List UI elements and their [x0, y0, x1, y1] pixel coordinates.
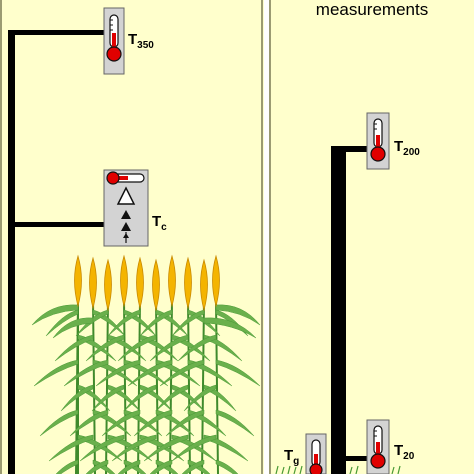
crop-leaf: [95, 359, 141, 387]
t200-sensor: [366, 112, 390, 170]
thermometer-icon: [309, 463, 323, 474]
crop-ear: [168, 254, 176, 308]
crop-stem: [215, 299, 219, 474]
crop-leaf: [54, 334, 94, 362]
tg-sensor: [305, 433, 327, 474]
crop-leaf: [203, 334, 243, 362]
crop-leaf: [79, 434, 125, 462]
tg-label: Tg: [284, 447, 299, 467]
tc-sensor: [103, 169, 149, 247]
crop-leaf: [101, 409, 141, 437]
crop-leaf: [165, 409, 205, 437]
crop-canopy: [31, 254, 261, 474]
crop-ear: [212, 254, 220, 308]
t20-arm: [340, 456, 370, 461]
crop-leaf: [133, 409, 173, 437]
tc-arm: [8, 222, 106, 227]
t20-label: T20: [394, 442, 415, 462]
crop-ear: [152, 258, 160, 312]
crop-leaf: [55, 459, 79, 474]
crop-leaf: [181, 459, 205, 474]
crop-ear: [74, 254, 82, 308]
crop-leaf: [33, 359, 79, 387]
crop-ear: [200, 258, 208, 312]
crop-ear: [104, 258, 112, 312]
crop-ear: [89, 256, 97, 310]
crop-leaf: [177, 334, 217, 362]
thermometer-icon: [370, 146, 386, 162]
crop-leaf: [117, 334, 157, 362]
crop-leaf: [127, 359, 173, 387]
crop-leaf: [85, 459, 109, 474]
crop-leaf: [215, 359, 261, 387]
right-mast: [331, 146, 346, 474]
crop-leaf: [149, 334, 189, 362]
t350-label: T350: [128, 31, 154, 51]
tc-label: Tc: [152, 213, 167, 233]
crop-stem: [201, 299, 205, 474]
crop-leaf: [203, 317, 257, 339]
right-panel: [269, 0, 474, 474]
crop-leaf: [60, 384, 94, 412]
crop-leaf: [111, 434, 157, 462]
crop-leaf: [117, 459, 141, 474]
thermometer-icon: [106, 171, 145, 185]
crop-leaf: [63, 359, 109, 387]
left-mast: [8, 30, 15, 474]
ground-grass: [275, 465, 401, 474]
crop-leaf: [183, 384, 217, 412]
crop-leaf: [31, 304, 79, 326]
thermometer-icon: [370, 453, 386, 469]
crop-ear: [136, 256, 144, 310]
crop-leaf: [149, 459, 173, 474]
crop-leaf: [203, 434, 249, 462]
crop-leaf: [52, 317, 94, 339]
t200-arm: [331, 146, 369, 152]
t350-sensor: [103, 7, 125, 75]
crop-ear: [120, 254, 128, 308]
sensor-arrow-icon: [116, 186, 136, 243]
crop-leaf: [45, 309, 79, 337]
crop-leaf: [143, 434, 189, 462]
panel-header: measurements: [316, 0, 428, 19]
crop-leaf: [215, 409, 255, 437]
crop-ear: [184, 256, 192, 310]
crop-leaf: [85, 334, 125, 362]
crop-leaf: [91, 384, 125, 412]
crop-leaf: [215, 304, 261, 326]
t200-label: T200: [394, 138, 420, 158]
crop-leaf: [39, 409, 79, 437]
t20-sensor: [366, 419, 390, 474]
crop-leaf: [48, 434, 94, 462]
thermometer-icon: [106, 14, 122, 62]
t350-arm: [8, 30, 108, 35]
crop-leaf: [159, 359, 205, 387]
crop-leaf: [69, 409, 109, 437]
crop-leaf: [215, 459, 239, 474]
